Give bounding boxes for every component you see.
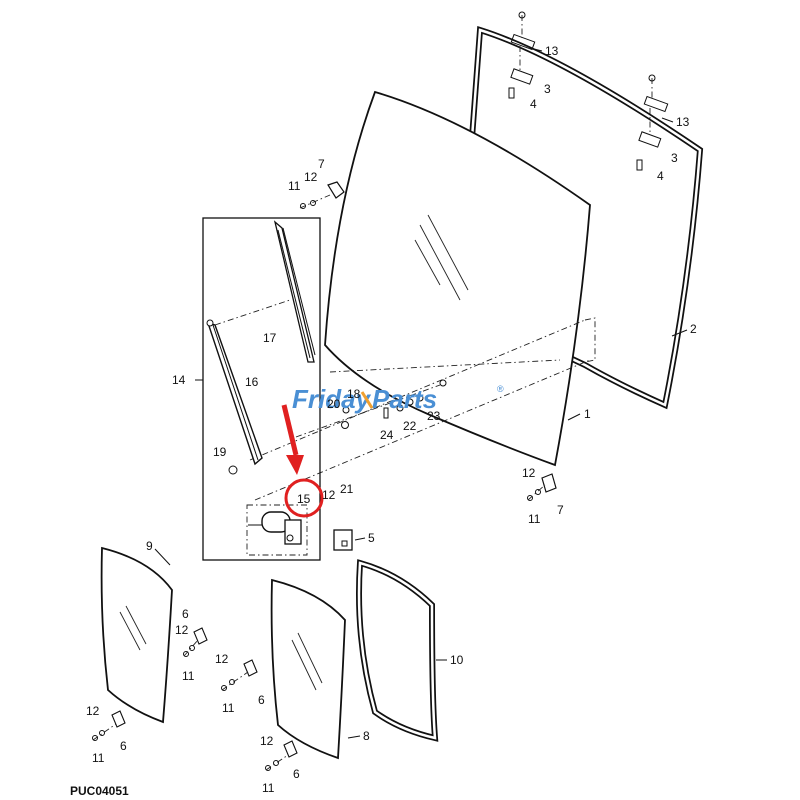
label-12: 12: [522, 466, 536, 480]
clip-7-top: [299, 181, 345, 209]
bracket-5: [333, 529, 353, 551]
label-6: 6: [120, 739, 127, 753]
wiper-hardware: [295, 379, 447, 438]
wiper-arm: [206, 299, 291, 466]
label-12: 12: [175, 623, 189, 637]
seal-clips: [508, 11, 669, 171]
rear-window-glass: [324, 90, 591, 467]
label-24: 24: [380, 428, 394, 442]
label-1: 1: [584, 407, 591, 421]
highlight-part-15: [281, 404, 324, 518]
side-clips: [92, 627, 298, 771]
label-12: 12: [215, 652, 229, 666]
leader-lines: [154, 47, 688, 739]
label-3: 3: [671, 151, 678, 165]
label-6: 6: [258, 693, 265, 707]
label-16: 16: [245, 375, 259, 389]
mounting-lines: [249, 317, 596, 501]
label-4: 4: [657, 169, 664, 183]
diagram-code: PUC04051: [70, 784, 129, 798]
label-4: 4: [530, 97, 537, 111]
label-19: 19: [213, 445, 227, 459]
label-11: 11: [92, 751, 105, 765]
label-10: 10: [450, 653, 464, 667]
label-7: 7: [557, 503, 564, 517]
svg-text:®: ®: [497, 384, 504, 394]
label-12: 12: [322, 488, 336, 502]
label-5: 5: [368, 531, 375, 545]
label-21: 21: [340, 482, 354, 496]
label-8: 8: [363, 729, 370, 743]
label-12: 12: [86, 704, 100, 718]
label-12: 12: [304, 170, 318, 184]
label-11: 11: [182, 669, 195, 683]
label-22: 22: [403, 419, 417, 433]
label-12: 12: [260, 734, 274, 748]
side-window-glass-right: [270, 578, 346, 760]
label-23: 23: [427, 409, 441, 423]
label-13: 13: [545, 44, 559, 58]
label-6: 6: [293, 767, 300, 781]
wiper-kit-box: [195, 217, 321, 561]
label-2: 2: [690, 322, 697, 336]
side-window-glass-left: [100, 546, 173, 724]
wiper-blade: [273, 220, 316, 363]
label-20: 20: [327, 397, 341, 411]
label-11: 11: [222, 701, 235, 715]
label-15: 15: [297, 492, 311, 506]
label-9: 9: [146, 539, 153, 553]
part-labels: 1 2 3 3 4 4 5 6 6 6 6 7 7 8 9 10 11 11 1…: [70, 44, 697, 798]
label-11: 11: [288, 179, 301, 193]
svg-text:Friday: Friday: [292, 384, 372, 414]
side-window-seal: [356, 559, 439, 742]
wiper-nut: [228, 465, 238, 475]
label-17: 17: [263, 331, 277, 345]
label-11: 11: [528, 512, 541, 526]
label-14: 14: [172, 373, 186, 387]
label-3: 3: [544, 82, 551, 96]
label-11: 11: [262, 781, 275, 795]
watermark: Friday Parts ®: [292, 384, 504, 414]
label-13: 13: [676, 115, 690, 129]
wiper-motor: [246, 504, 308, 556]
clip-7-bottom: [527, 473, 557, 501]
label-6: 6: [182, 607, 189, 621]
label-7: 7: [318, 157, 325, 171]
svg-text:Parts: Parts: [372, 384, 437, 414]
label-18: 18: [347, 387, 361, 401]
